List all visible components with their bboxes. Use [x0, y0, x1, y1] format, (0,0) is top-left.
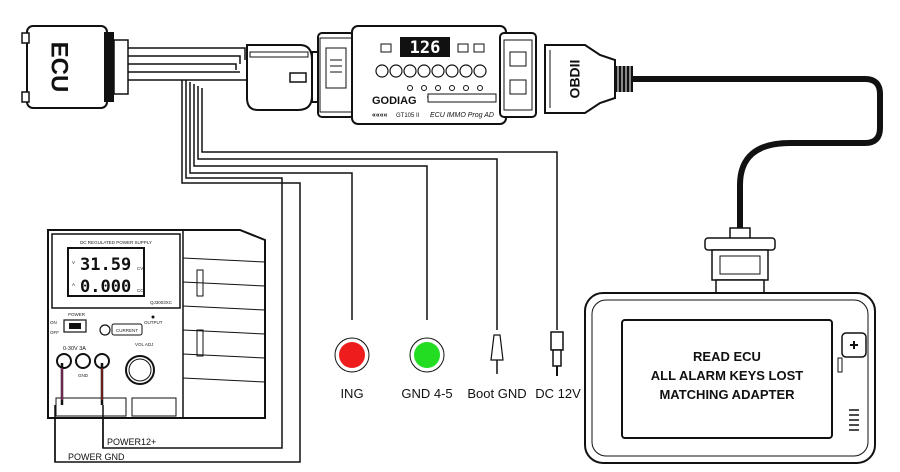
- power-supply: DC REGULATED POWER SUPPLY V 31.59 CV A 0…: [47, 229, 266, 419]
- adapter-button[interactable]: [417, 64, 431, 78]
- label-gnd45: GND 4-5: [401, 386, 452, 401]
- adapter-display-value: 126: [410, 38, 441, 58]
- plus-icon: [850, 341, 858, 349]
- psu-range: 0-30V 3A: [63, 346, 86, 352]
- adapter-led: [435, 85, 441, 91]
- psu-model: QJ3003XC: [150, 300, 173, 305]
- adapter-brand: GODIAG: [372, 95, 417, 107]
- ecu-plug: [113, 39, 165, 95]
- adapter-chevrons: ««««: [372, 112, 388, 119]
- adapter-button[interactable]: [445, 64, 459, 78]
- psu-a-label: A: [72, 282, 75, 287]
- psu-output-label: OUTPUT: [144, 320, 163, 325]
- psu-voltage-knob[interactable]: [125, 355, 155, 385]
- tablet-line-2: ALL ALARM KEYS LOST: [651, 368, 803, 383]
- adapter-button[interactable]: [389, 64, 403, 78]
- ing-indicator: [334, 337, 370, 373]
- obd-label: OBDII: [567, 60, 583, 99]
- psu-v-unit: CV: [137, 266, 143, 271]
- psu-power-label: POWER: [68, 312, 86, 317]
- tablet-screen: [621, 319, 833, 439]
- psu-current-button[interactable]: [111, 323, 143, 336]
- adapter-switch[interactable]: [457, 43, 469, 53]
- psu-terminal-negative[interactable]: [56, 353, 72, 369]
- psu-lcd: [67, 247, 145, 297]
- psu-current-button[interactable]: [99, 324, 111, 336]
- adapter-led: [449, 85, 455, 91]
- psu-current: 0.000: [80, 277, 131, 297]
- ecu-module: ECU: [21, 25, 114, 109]
- label-boot-gnd: Boot GND: [467, 386, 526, 401]
- diagnostic-tablet: READ ECU ALL ALARM KEYS LOST MATCHING AD…: [584, 292, 876, 464]
- adapter-product: ECU IMMO Prog AD: [430, 112, 494, 119]
- obd-connector: OBDII: [544, 44, 633, 114]
- label-power12: POWER12+: [107, 437, 156, 447]
- psu-v-label: V: [72, 260, 75, 265]
- ing-led: [339, 342, 365, 368]
- label-power-gnd: POWER GND: [68, 452, 125, 462]
- boot-gnd-clip: [490, 334, 504, 374]
- adapter-model: GT105 II: [396, 113, 420, 119]
- psu-vol-adj: VOL ADJ: [135, 342, 153, 347]
- tablet-line-3: MATCHING ADAPTER: [659, 387, 795, 402]
- tablet-grill: [849, 409, 859, 431]
- godiag-adapter: 126 GODIAG ® «««« GT105 II ECU IMMO Prog…: [317, 25, 537, 125]
- psu-output-led: [151, 315, 155, 319]
- dc12v-jack: [550, 331, 564, 376]
- psu-voltage: 31.59: [80, 255, 131, 275]
- adapter-button[interactable]: [459, 64, 473, 78]
- psu-a-unit: CC: [137, 288, 144, 293]
- adapter-display: [400, 37, 450, 57]
- label-dc12v: DC 12V: [535, 386, 581, 401]
- adapter-led: [421, 85, 427, 91]
- adapter-button[interactable]: [473, 64, 487, 78]
- psu-off-label: OFF: [50, 330, 59, 335]
- adapter-led: [463, 85, 469, 91]
- adapter-button[interactable]: [403, 64, 417, 78]
- obd-female-plug: [246, 44, 329, 111]
- psu-title: DC REGULATED POWER SUPPLY: [80, 240, 152, 245]
- psu-gnd-label: GND: [78, 373, 89, 378]
- psu-terminal-gnd[interactable]: [75, 353, 91, 369]
- gnd45-indicator: [409, 337, 445, 373]
- adapter-led: [477, 85, 483, 91]
- psu-current-button-label: CURRENT: [116, 328, 138, 333]
- test-leads: [54, 363, 104, 462]
- obd-cable: [633, 76, 883, 232]
- db-connector: [704, 227, 776, 295]
- psu-on-label: ON: [50, 320, 57, 325]
- tablet-line-1: READ ECU: [693, 349, 761, 364]
- adapter-led: [407, 85, 413, 91]
- label-ing: ING: [340, 386, 363, 401]
- gnd45-led: [414, 342, 440, 368]
- adapter-button[interactable]: [375, 64, 389, 78]
- adapter-label-strip: [427, 93, 497, 103]
- adapter-switch[interactable]: [473, 43, 485, 53]
- ecu-label: ECU: [46, 42, 73, 93]
- adapter-switch[interactable]: [380, 43, 392, 53]
- adapter-button[interactable]: [431, 64, 445, 78]
